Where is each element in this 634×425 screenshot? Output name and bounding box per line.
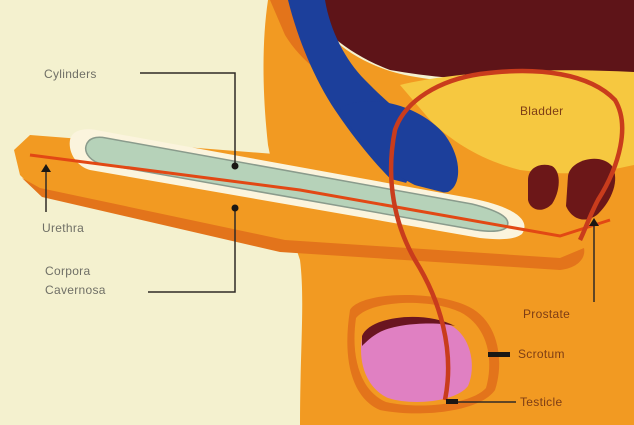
corpora-cavernosa-label-line2: Cavernosa	[45, 284, 106, 297]
urethra-label: Urethra	[42, 222, 84, 235]
cylinders-dot	[232, 163, 239, 170]
scrotum-label: Scrotum	[518, 348, 565, 361]
scrotum-marker	[488, 352, 510, 357]
testicle-marker	[446, 399, 458, 404]
cylinders-label: Cylinders	[44, 68, 97, 81]
corpora-cavernosa-label-line1: Corpora	[45, 265, 90, 278]
testicle-label: Testicle	[520, 396, 562, 409]
bladder-label: Bladder	[520, 105, 563, 118]
prostate-label: Prostate	[523, 308, 570, 321]
corpora-dot	[232, 205, 239, 212]
